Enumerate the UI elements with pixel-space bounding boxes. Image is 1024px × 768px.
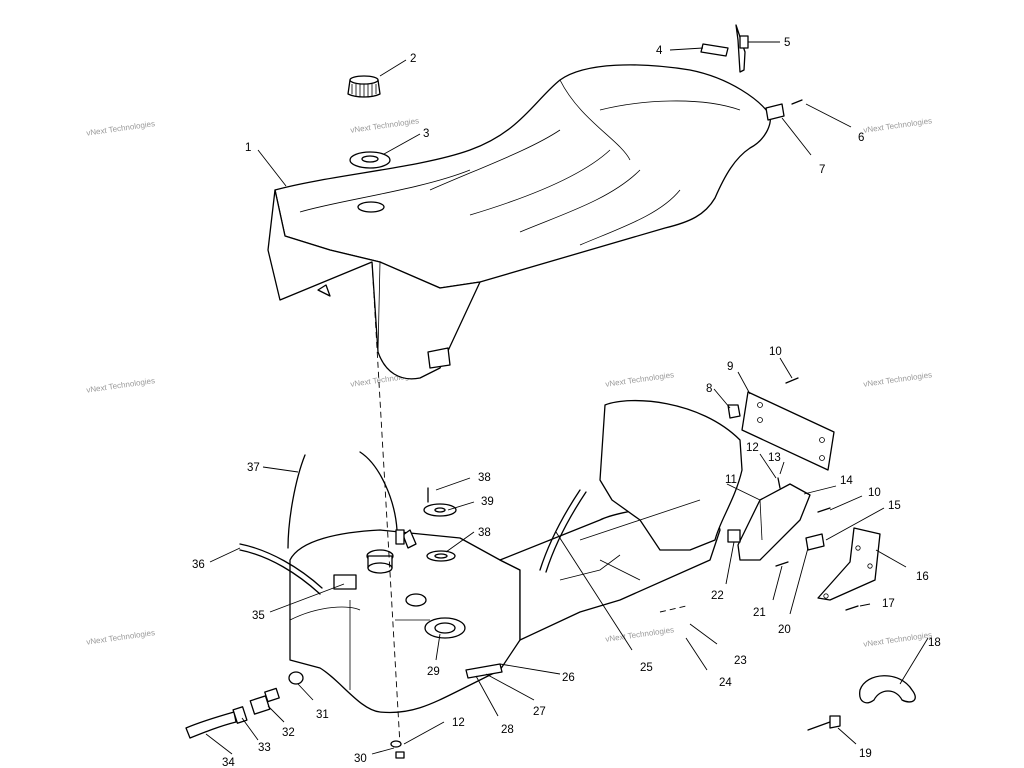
- callout-31: 31: [316, 709, 329, 721]
- callout-28: 28: [501, 724, 514, 736]
- callout-13: 13: [768, 452, 781, 464]
- side-bracket: [817, 527, 881, 611]
- alignment-line: [371, 261, 401, 746]
- bracket-assembly: [727, 477, 831, 567]
- watermark: vNext Technologies: [863, 370, 933, 389]
- callout-27: 27: [533, 706, 546, 718]
- callout-25: 25: [640, 662, 653, 674]
- callout-38: 38: [478, 527, 491, 539]
- callout-11: 11: [725, 474, 737, 486]
- callout-21: 21: [753, 607, 766, 619]
- callout-10: 10: [868, 487, 881, 499]
- watermark: vNext Technologies: [86, 119, 156, 138]
- callout-35: 35: [252, 610, 265, 622]
- callout-14: 14: [840, 475, 853, 487]
- seat-assembly: [267, 64, 771, 380]
- callout-36: 36: [192, 559, 205, 571]
- callout-10: 10: [769, 346, 782, 358]
- callout-24: 24: [719, 677, 732, 689]
- callout-32: 32: [282, 727, 295, 739]
- callout-37: 37: [247, 462, 260, 474]
- watermark: vNext Technologies: [350, 116, 420, 135]
- fuel-cap-part: [347, 75, 381, 98]
- watermark: vNext Technologies: [86, 628, 156, 647]
- callouts: 1 2 3 4 5 6 7 8 9 10 10 11 12 12 13 14 1…: [192, 37, 941, 768]
- callout-12: 12: [746, 442, 759, 454]
- leader-lines: [205, 41, 929, 755]
- callout-2: 2: [410, 53, 416, 65]
- pin: [807, 715, 841, 731]
- clamp: [859, 675, 916, 704]
- watermark: vNext Technologies: [605, 370, 675, 389]
- washer-part: [349, 151, 391, 169]
- callout-3: 3: [423, 128, 429, 140]
- watermark: vNext Technologies: [605, 625, 675, 644]
- callout-23: 23: [734, 655, 747, 667]
- fuel-tank: [239, 399, 743, 714]
- callout-1: 1: [245, 142, 251, 154]
- fuel-line-fittings: [185, 671, 405, 759]
- callout-15: 15: [888, 500, 901, 512]
- callout-12: 12: [452, 717, 465, 729]
- callout-20: 20: [778, 624, 791, 636]
- callout-30: 30: [354, 753, 367, 765]
- callout-19: 19: [859, 748, 872, 760]
- callout-4: 4: [656, 45, 663, 57]
- callout-8: 8: [706, 383, 712, 395]
- callout-22: 22: [711, 590, 724, 602]
- watermark: vNext Technologies: [863, 630, 933, 649]
- callout-16: 16: [916, 571, 929, 583]
- callout-38: 38: [478, 472, 491, 484]
- callout-33: 33: [258, 742, 271, 754]
- alignment-line: [659, 605, 687, 613]
- callout-18: 18: [928, 637, 941, 649]
- mounting-plate: [727, 377, 835, 471]
- callout-29: 29: [427, 666, 440, 678]
- watermark: vNext Technologies: [863, 116, 933, 135]
- callout-26: 26: [562, 672, 575, 684]
- callout-39: 39: [481, 496, 494, 508]
- seat-hardware: [700, 24, 803, 121]
- callout-17: 17: [882, 598, 895, 610]
- callout-6: 6: [858, 132, 864, 144]
- callout-34: 34: [222, 757, 235, 768]
- watermark: vNext Technologies: [86, 376, 156, 395]
- callout-7: 7: [819, 164, 825, 176]
- callout-9: 9: [727, 361, 733, 373]
- callout-5: 5: [784, 37, 790, 49]
